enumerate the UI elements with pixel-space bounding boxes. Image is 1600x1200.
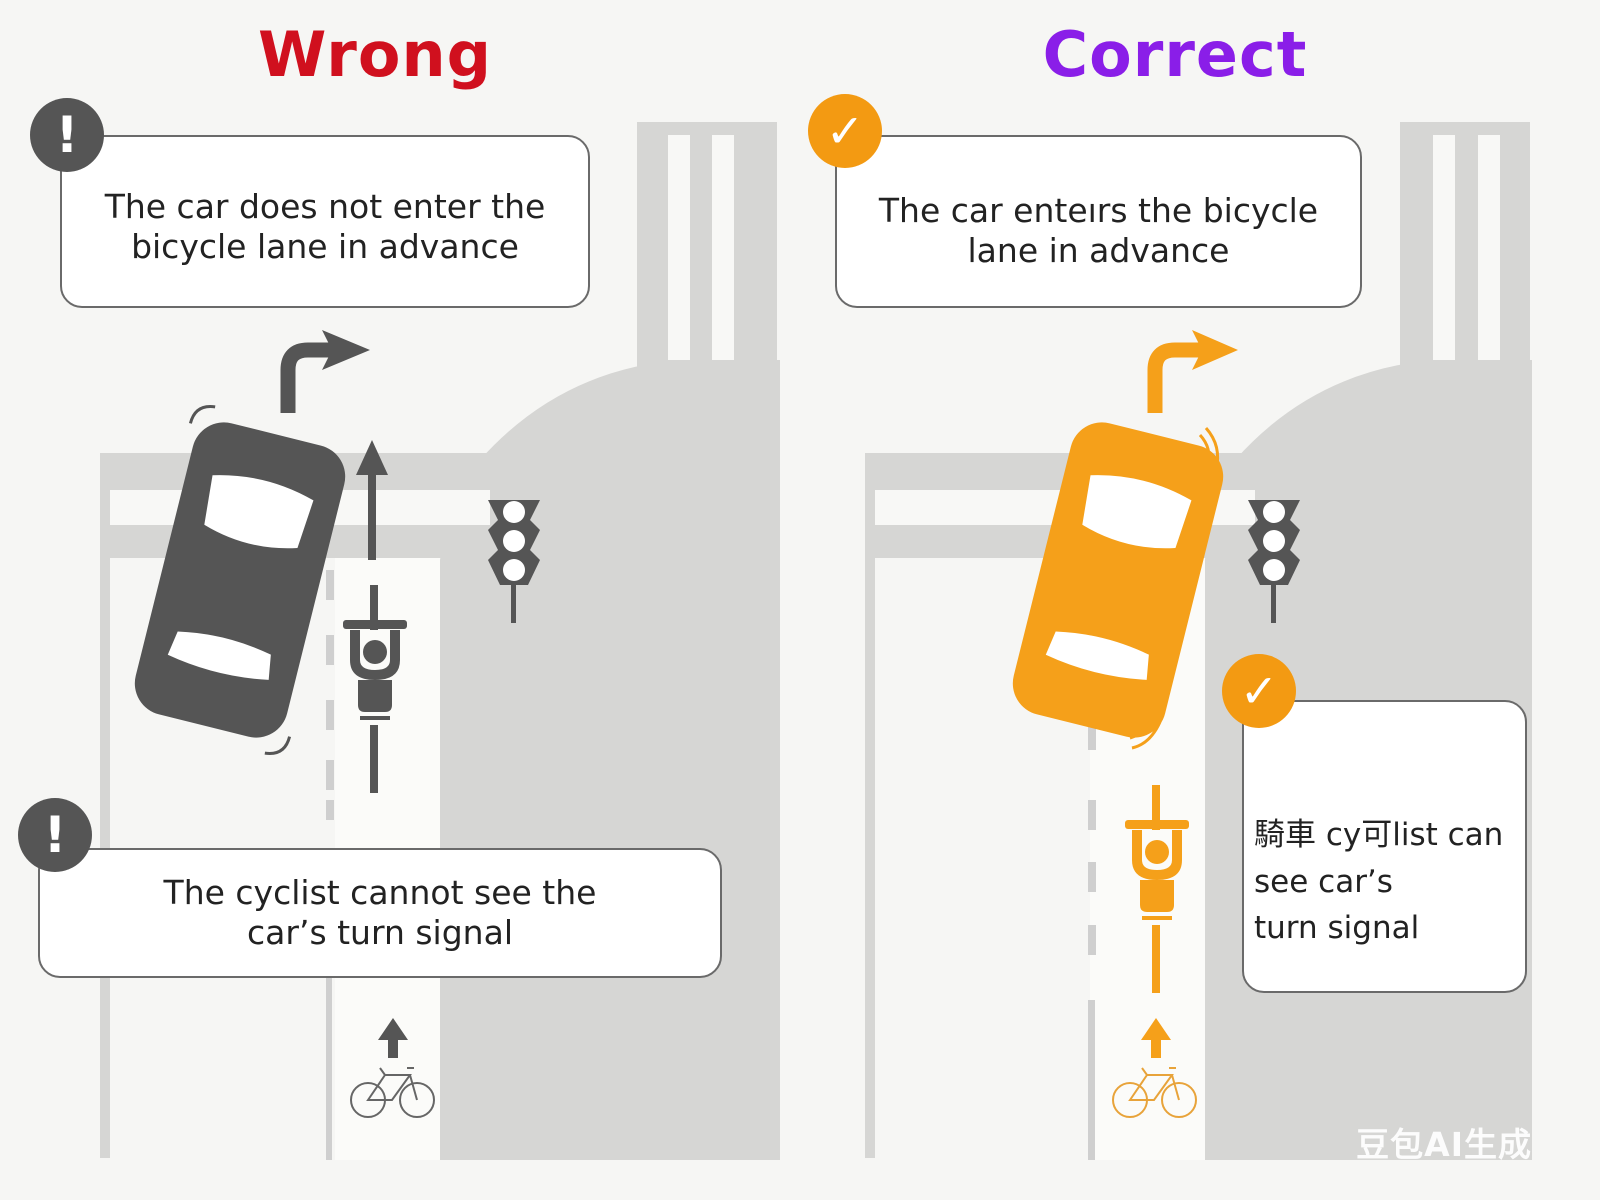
crosswalk-road-top <box>637 122 777 372</box>
bicycle-symbol-icon <box>1112 1067 1197 1118</box>
lane-arrow-icon <box>378 1018 408 1058</box>
ai-generated-watermark: 豆包AI生成 <box>1356 1125 1532 1164</box>
turn-right-arrow <box>1147 342 1210 413</box>
turn-right-arrow <box>280 342 340 413</box>
callout-car-enters: The car enteırs the bicycle lane in adva… <box>835 135 1362 308</box>
callout-line: bicycle lane in advance <box>131 226 519 266</box>
callout-line: The cyclist cannot see the <box>163 873 597 913</box>
traffic-light-icon-correct <box>1248 500 1300 623</box>
lane-arrow-icon <box>1141 1018 1171 1058</box>
callout-line: The car does not enter the <box>104 186 546 226</box>
checkmark-icon: ✓ <box>808 94 882 168</box>
wrong-road-scene <box>100 122 780 1160</box>
callout-line: turn signal <box>1254 910 1420 946</box>
correct-panel: Correct The car enteırs the bicycle lane… <box>790 0 1590 1200</box>
cyclist-icon-wrong <box>343 585 407 793</box>
correct-title: Correct <box>1042 18 1308 91</box>
car-icon-correct <box>1012 422 1224 738</box>
car-icon-wrong <box>134 404 346 756</box>
warning-icon: ! <box>30 98 104 172</box>
bicycle-symbol-icon <box>350 1067 435 1118</box>
callout-line: The car enteırs the bicycle <box>878 190 1319 230</box>
callout-cyclist-can-see: 騎車 cy可list can see car’s turn signal <box>1242 700 1527 993</box>
crosswalk-road-top <box>1400 122 1530 372</box>
warning-icon: ! <box>18 798 92 872</box>
wrong-panel: Wrong The car does not enter the bicycle… <box>0 0 780 1200</box>
checkmark-icon: ✓ <box>1222 654 1296 728</box>
callout-car-not-enter: The car does not enter the bicycle lane … <box>60 135 590 308</box>
callout-line: car’s turn signal <box>247 913 513 952</box>
callout-line: lane in advance <box>967 230 1230 270</box>
callout-cyclist-cannot-see: The cyclist cannot see the car’s turn si… <box>38 848 722 978</box>
turn-signal-waves-icon <box>1129 427 1220 750</box>
traffic-light-icon-wrong <box>488 500 540 623</box>
callout-line: 騎車 cy可list can <box>1254 817 1504 853</box>
wrong-title: Wrong <box>258 18 492 91</box>
lane-divider <box>326 570 334 1160</box>
callout-line: see car’s <box>1254 863 1393 900</box>
cyclist-icon-correct <box>1125 785 1189 993</box>
